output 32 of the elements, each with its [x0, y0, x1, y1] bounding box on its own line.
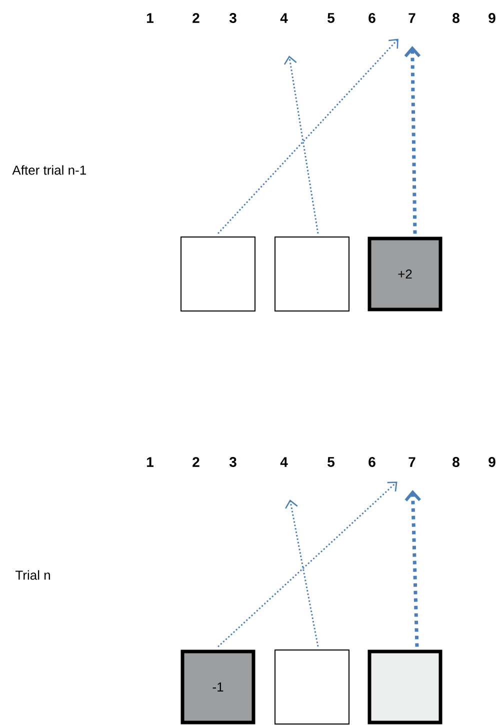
axis-number: 6: [368, 13, 376, 23]
axis-number: 3: [229, 13, 236, 23]
choice-box: [368, 650, 442, 724]
axis-number: 8: [452, 457, 460, 467]
axis-number: 4: [280, 457, 288, 467]
axis-number: 4: [280, 13, 288, 23]
axis-number: 2: [192, 457, 200, 467]
choice-box: +2: [368, 236, 442, 312]
arrow: [217, 482, 398, 648]
side-label: Trial n: [16, 570, 50, 580]
axis-number: 1: [146, 13, 154, 23]
axis-number: 7: [408, 13, 416, 23]
axis-number: 7: [408, 457, 416, 467]
choice-box: [274, 236, 350, 312]
axis-number: 9: [488, 13, 496, 23]
side-label: After trial n-1: [12, 165, 86, 175]
axis-number: 1: [146, 457, 154, 467]
axis-number: 5: [328, 457, 334, 467]
axis-number: 2: [192, 13, 200, 23]
choice-box: [274, 650, 350, 724]
arrow: [404, 490, 421, 647]
axis-number: 5: [328, 13, 334, 23]
arrow: [285, 499, 319, 647]
axis-number: 9: [488, 457, 496, 467]
axis-number: 3: [229, 457, 236, 467]
choice-box: -1: [180, 650, 256, 724]
arrow: [284, 56, 319, 234]
arrow: [404, 46, 421, 234]
axis-number: 8: [452, 13, 460, 23]
arrow: [217, 38, 398, 234]
choice-box: [180, 236, 256, 312]
axis-number: 6: [368, 457, 376, 467]
